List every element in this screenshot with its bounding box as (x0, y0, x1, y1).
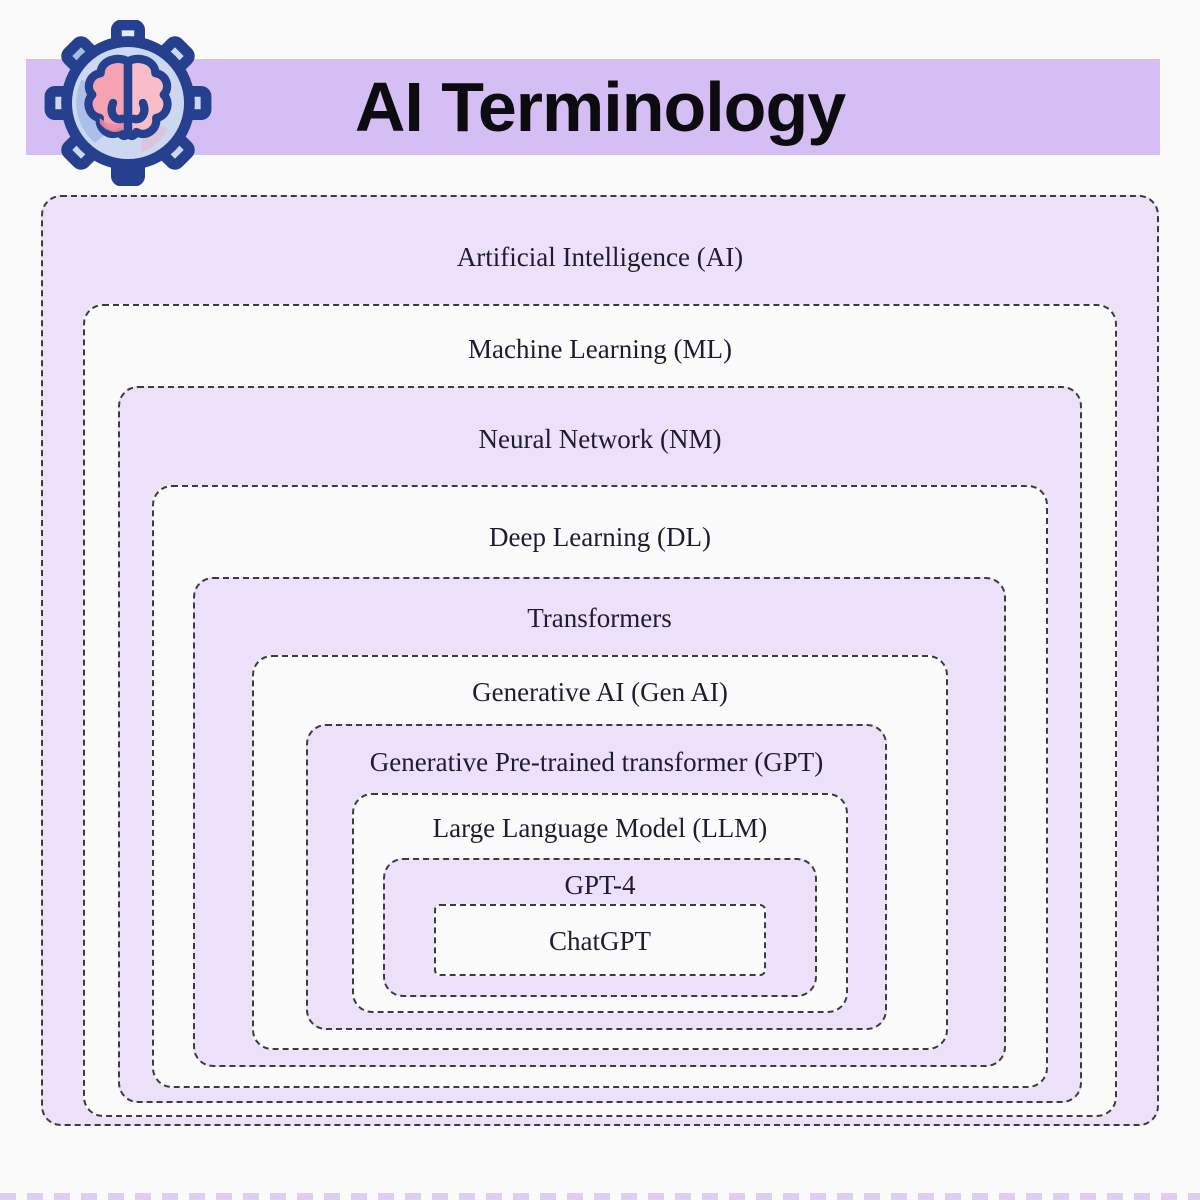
box-label: Artificial Intelligence (AI) (456, 242, 744, 272)
box-label: GPT-4 (564, 870, 636, 900)
bottom-dashed-strip (0, 1193, 1200, 1200)
box-label: Generative AI (Gen AI) (472, 677, 728, 707)
box-label: Neural Network (NM) (478, 424, 722, 454)
page-title: AI Terminology (354, 68, 846, 146)
box-label: Transformers (527, 603, 672, 633)
header-band (26, 59, 1160, 155)
brain-gear-icon (42, 19, 214, 187)
box-label: Large Language Model (LLM) (432, 813, 768, 843)
box-label: ChatGPT (548, 926, 651, 956)
box-label: Machine Learning (ML) (468, 334, 732, 364)
box-label: Generative Pre-trained transformer (GPT) (369, 747, 824, 777)
box-label: Deep Learning (DL) (489, 522, 711, 552)
box-chatgpt: ChatGPT (434, 904, 766, 976)
